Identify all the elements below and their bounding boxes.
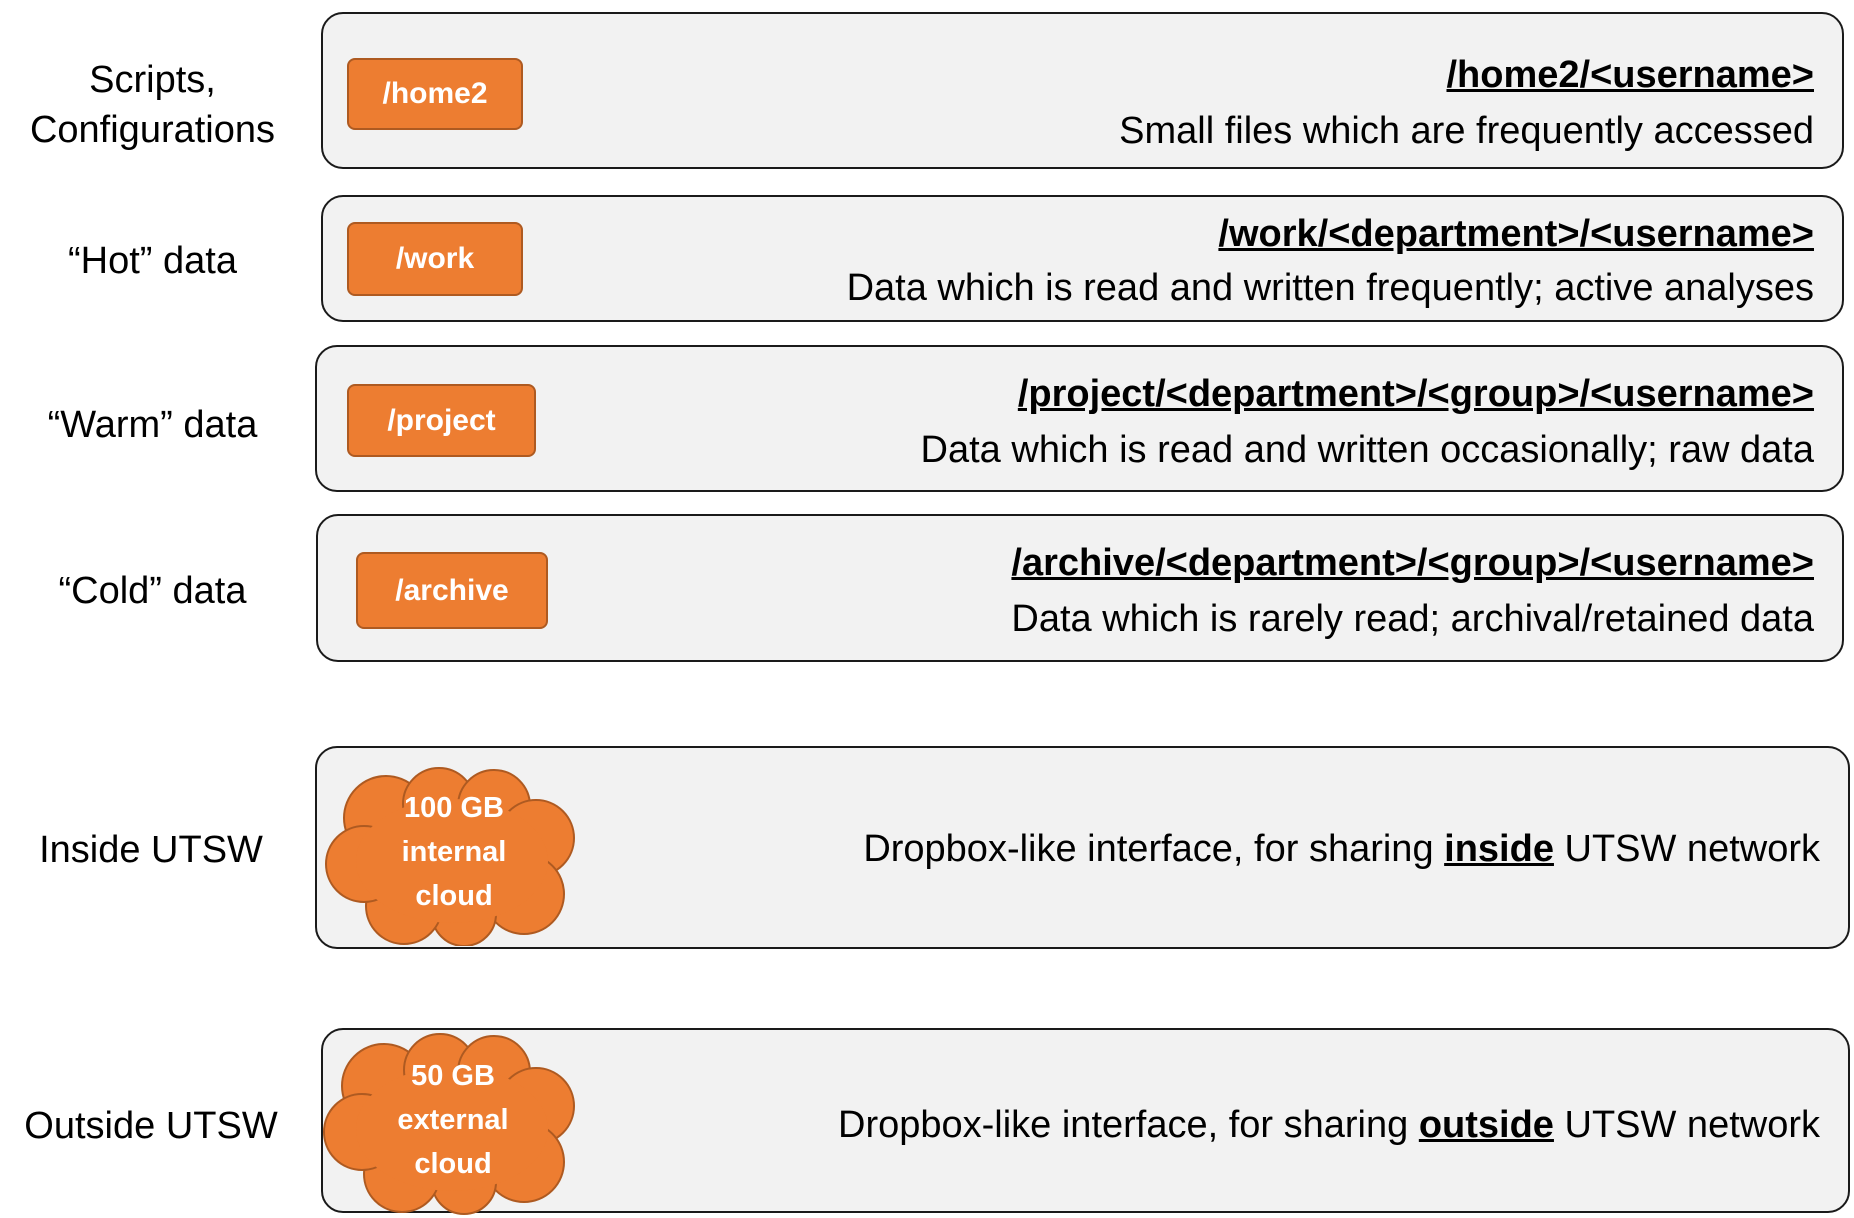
storage-panel-home2: /home2 /home2/<username> Small files whi… bbox=[321, 12, 1844, 169]
cloud-description-external: Dropbox-like interface, for sharing outs… bbox=[838, 1102, 1820, 1148]
cloud-text-internal: 100 GB internal cloud bbox=[324, 786, 584, 918]
path-work: /work/<department>/<username> bbox=[1218, 213, 1814, 255]
tier-label-archive: “Cold” data bbox=[0, 566, 305, 616]
tier-label-line: “Cold” data bbox=[58, 570, 247, 612]
description-work: Data which is read and written frequentl… bbox=[846, 267, 1814, 309]
cloud-text-line: internal bbox=[401, 836, 507, 868]
path-project: /project/<department>/<group>/<username> bbox=[1017, 373, 1814, 415]
tier-label-line: Scripts, bbox=[89, 59, 216, 101]
cloud-text-external: 50 GB external cloud bbox=[322, 1054, 584, 1186]
cloud-description-keyword: outside bbox=[1418, 1104, 1554, 1146]
tag-archive: /archive bbox=[356, 552, 548, 629]
tier-label-line: “Hot” data bbox=[68, 240, 237, 282]
cloud-text-line: 100 GB bbox=[404, 792, 504, 824]
path-home2: /home2/<username> bbox=[1446, 54, 1814, 96]
cloud-description-suffix: UTSW network bbox=[1553, 828, 1821, 870]
description-home2: Small files which are frequently accesse… bbox=[1119, 110, 1814, 152]
cloud-shape bbox=[323, 1033, 575, 1215]
cloud-label-outside: Outside UTSW bbox=[24, 1105, 278, 1147]
cloud-text-line: cloud bbox=[414, 1148, 492, 1180]
cloud-panel-external: Dropbox-like interface, for sharing outs… bbox=[321, 1028, 1850, 1213]
path-archive: /archive/<department>/<group>/<username> bbox=[1011, 542, 1814, 584]
cloud-icon-internal: 100 GB internal cloud bbox=[324, 766, 584, 946]
tier-label-work: “Hot” data bbox=[0, 236, 305, 286]
cloud-text-line: external bbox=[397, 1104, 509, 1136]
cloud-icon-external: 50 GB external cloud bbox=[322, 1030, 584, 1215]
description-project: Data which is read and written occasiona… bbox=[920, 429, 1814, 471]
storage-panel-archive: /archive /archive/<department>/<group>/<… bbox=[316, 514, 1844, 662]
cloud-description-keyword: inside bbox=[1444, 828, 1554, 870]
cloud-description-suffix: UTSW network bbox=[1553, 1104, 1821, 1146]
tier-label-project: “Warm” data bbox=[0, 400, 305, 450]
cloud-description-prefix: Dropbox-like interface, for sharing bbox=[863, 828, 1445, 870]
tier-label-line: Configurations bbox=[29, 109, 276, 151]
cloud-shape bbox=[325, 767, 575, 946]
cloud-description-prefix: Dropbox-like interface, for sharing bbox=[838, 1104, 1419, 1146]
tag-project: /project bbox=[347, 384, 536, 457]
cloud-text-line: cloud bbox=[415, 880, 493, 912]
tier-label-line: “Warm” data bbox=[47, 404, 258, 446]
cloud-label-inside: Inside UTSW bbox=[39, 829, 263, 871]
cloud-description-internal: Dropbox-like interface, for sharing insi… bbox=[863, 826, 1820, 872]
tag-work: /work bbox=[347, 222, 523, 296]
tier-label-home2: Scripts, Configurations bbox=[0, 55, 305, 155]
storage-panel-project: /project /project/<department>/<group>/<… bbox=[315, 345, 1844, 492]
storage-panel-work: /work /work/<department>/<username> Data… bbox=[321, 195, 1844, 322]
description-archive: Data which is rarely read; archival/reta… bbox=[1011, 598, 1814, 640]
tag-home2: /home2 bbox=[347, 58, 523, 130]
cloud-text-line: 50 GB bbox=[411, 1060, 495, 1092]
